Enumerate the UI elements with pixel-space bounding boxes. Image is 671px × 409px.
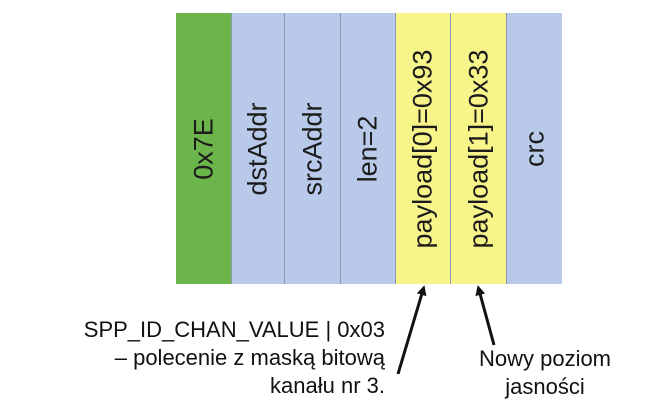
- field-payload-0: payload[0]=0x93: [396, 13, 451, 284]
- annotation-command-line1: SPP_ID_CHAN_VALUE | 0x03: [83, 317, 385, 342]
- field-payload-1: payload[1]=0x33: [451, 13, 507, 284]
- annotation-brightness: Nowy poziom jasności: [470, 345, 620, 401]
- field-src-label: srcAddr: [297, 101, 327, 196]
- field-src-addr: srcAddr: [285, 13, 341, 284]
- field-crc: crc: [507, 13, 562, 284]
- arrow-brightness: [475, 285, 496, 346]
- annotation-command-line2: – polecenie z maską bitową: [114, 345, 385, 370]
- annotation-brightness-line2: jasności: [505, 374, 585, 399]
- arrow-command: [396, 285, 427, 375]
- field-dst-addr: dstAddr: [232, 13, 285, 284]
- annotation-brightness-line1: Nowy poziom: [478, 346, 612, 371]
- packet-frame-diagram: 0x7E dstAddr srcAddr len=2 payload[0]=0x…: [176, 13, 562, 284]
- annotation-command: SPP_ID_CHAN_VALUE | 0x03 – polecenie z m…: [84, 316, 385, 400]
- annotation-command-line3: kanału nr 3.: [270, 373, 385, 398]
- field-crc-label: crc: [519, 130, 549, 167]
- field-sync-byte: 0x7E: [176, 13, 232, 284]
- field-dst-label: dstAddr: [242, 101, 273, 196]
- field-payload-0-label: payload[0]=0x93: [407, 49, 438, 248]
- field-sync-label: 0x7E: [188, 117, 218, 180]
- field-len: len=2: [341, 13, 396, 284]
- field-payload-1-label: payload[1]=0x33: [463, 49, 493, 248]
- field-len-label: len=2: [352, 115, 383, 182]
